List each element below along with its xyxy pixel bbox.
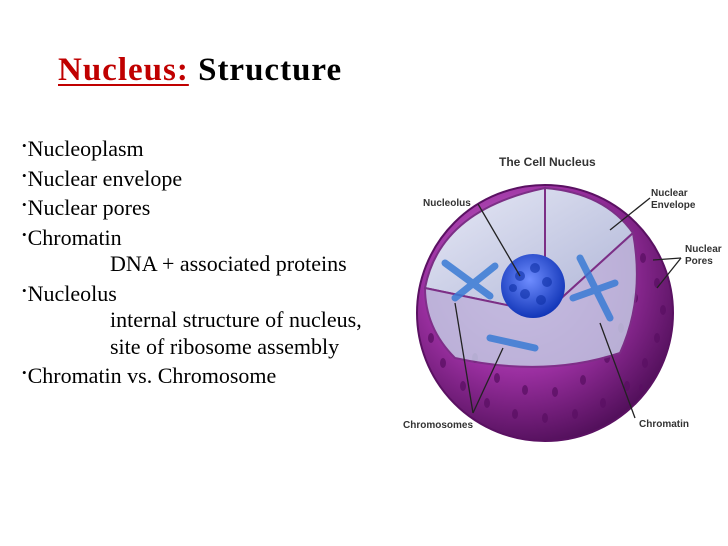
label-nucleolus: Nucleolus — [423, 198, 471, 209]
label-chromosomes: Chromosomes — [403, 420, 473, 431]
label-nuclear-envelope-1: Nuclear — [651, 188, 688, 199]
label-leader-lines — [454, 197, 682, 419]
bullet-item: •Nucleolus — [22, 280, 117, 306]
label-nuclear-envelope-2: Envelope — [651, 200, 696, 211]
bullet-item: •Chromatin — [22, 224, 122, 250]
sub-bullet-item: internal structure of nucleus, — [110, 307, 362, 332]
nuclear-pores-dots — [428, 201, 666, 423]
bullet-item: •Nuclear pores — [22, 195, 151, 220]
title-rest: Structure — [198, 52, 343, 88]
label-chromatin: Chromatin — [639, 419, 689, 430]
cell-nucleus-diagram: The Cell Nucleus — [403, 155, 722, 442]
bullet-item: •Chromatin vs. Chromosome — [22, 363, 277, 388]
chromosomes-shapes — [441, 254, 619, 352]
sub-bullet-item: site of ribosome assembly — [110, 333, 340, 359]
sub-bullet-item: DNA + associated proteins — [110, 251, 347, 276]
slide-title: Nucleus: Structure — [58, 52, 342, 89]
figure-title: The Cell Nucleus — [499, 155, 596, 169]
title-accent: Nucleus: — [58, 52, 189, 88]
nucleoplasm-floor — [423, 231, 638, 368]
label-nuclear-pores-1: Nuclear — [685, 244, 722, 255]
bullet-list: •Nucleoplasm •Nuclear envelope •Nuclear … — [22, 133, 362, 390]
bullet-item: •Nucleoplasm — [22, 136, 144, 161]
label-nuclear-pores-2: Pores — [685, 256, 713, 267]
bullet-item: •Nuclear envelope — [22, 165, 183, 191]
